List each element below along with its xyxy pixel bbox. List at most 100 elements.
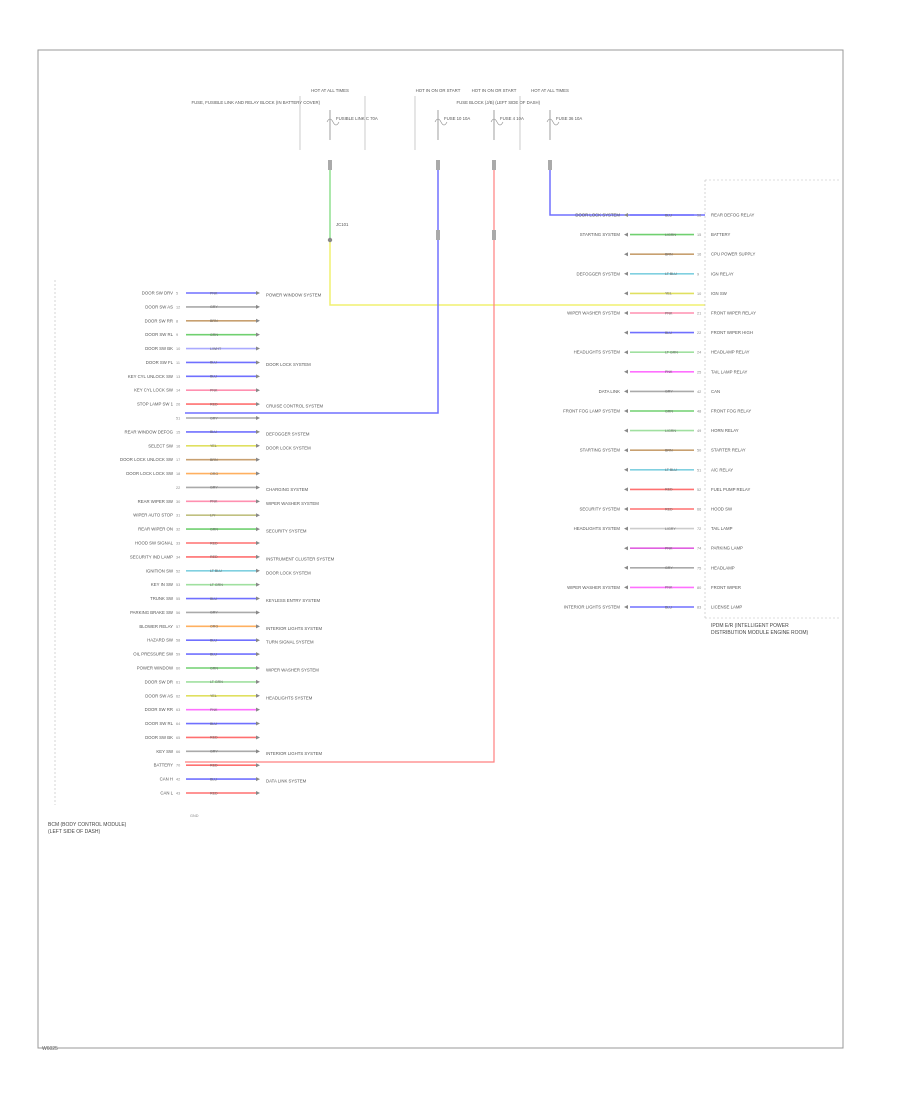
- arrow-icon: [256, 749, 260, 754]
- ipdm-pin-number: 24: [697, 351, 701, 355]
- arrow-icon: [624, 546, 628, 551]
- bcm-wire-code: RED: [210, 402, 218, 406]
- bcm-pin-label: KEY CYL UNLOCK SW: [128, 374, 174, 379]
- arrow-icon: [624, 271, 628, 276]
- ipdm-wire-code: L/GRN: [665, 233, 676, 237]
- bcm-pin-number: 31: [176, 514, 180, 518]
- ipdm-wire-code: LT BLU: [665, 468, 677, 472]
- bcm-pin-label: SELECT SW: [148, 443, 174, 448]
- arrow-icon: [256, 513, 260, 518]
- bcm-pin-number: 10: [176, 347, 180, 351]
- ipdm-pin-label: HOOD SW: [711, 507, 733, 512]
- bcm-wire-code: GRN: [210, 333, 218, 337]
- arrow-icon: [256, 457, 260, 462]
- bcm-pin-dest: POWER WINDOW SYSTEM: [266, 293, 322, 298]
- bcm-pin-number: 42: [176, 778, 180, 782]
- arrow-icon: [624, 232, 628, 237]
- bcm-subtitle: (LEFT SIDE OF DASH): [48, 829, 100, 835]
- ipdm-pin-number: 51: [697, 468, 701, 472]
- bcm-pin-label: STOP LAMP SW 1: [137, 402, 174, 407]
- bcm-wire-code: RED: [210, 764, 218, 768]
- bcm-title: BCM (BODY CONTROL MODULE): [48, 822, 127, 828]
- arrow-icon: [256, 582, 260, 587]
- bcm-pin-label: DOOR SW AS: [145, 304, 173, 309]
- ipdm-pin-label: FRONT WIPER: [711, 585, 741, 590]
- bcm-pin-label: POWER WINDOW: [137, 666, 174, 671]
- bcm-pin-number: 26: [176, 403, 180, 407]
- ipdm-pin-src: INTERIOR LIGHTS SYSTEM: [564, 605, 621, 610]
- bcm-pin-label: KEY IN SW: [151, 582, 174, 587]
- ipdm-pin-label: FUEL PUMP RELAY: [711, 487, 750, 492]
- arrow-icon: [256, 304, 260, 309]
- arrow-icon: [256, 402, 260, 407]
- ipdm-wire-code: GRY: [665, 566, 673, 570]
- ipdm-wire-code: BLU: [665, 213, 672, 217]
- bcm-pin-label: DOOR SW RR: [145, 707, 173, 712]
- bcm-wire-code: BLU: [210, 652, 217, 656]
- fuse-header: HOT IN ON OR START: [416, 88, 461, 93]
- ipdm-pin-src: DOOR LOCK SYSTEM: [575, 213, 620, 218]
- bcm-wire-code: BLU: [210, 597, 217, 601]
- wire-trunk-blue-right: [549, 160, 705, 216]
- ipdm-pin-number: 42: [697, 390, 701, 394]
- arrow-icon: [624, 448, 628, 453]
- ipdm-wire-code: LT GRN: [665, 351, 678, 355]
- fuse-icon: [434, 118, 448, 126]
- bcm-pin-dest: CRUISE CONTROL SYSTEM: [266, 404, 324, 409]
- arrow-icon: [624, 428, 628, 433]
- ipdm-pin-label: HEADLAMP: [711, 565, 735, 570]
- bcm-wire-code: L/WHT: [210, 347, 222, 351]
- connector-marker: [436, 230, 440, 240]
- bcm-pin-label: BLOWER RELAY: [139, 624, 173, 629]
- ipdm-pin-number: 74: [697, 547, 701, 551]
- ipdm-pin-src: WIPER WASHER SYSTEM: [567, 585, 620, 590]
- bcm-wire-code: LT GRN: [210, 583, 223, 587]
- ipdm-pin-label: A/C RELAY: [711, 467, 733, 472]
- bcm-pin-label: WIPER AUTO STOP: [133, 513, 173, 518]
- bcm-pin-label: REAR WIPER SW: [138, 499, 174, 504]
- bcm-wire-code: ORG: [210, 472, 218, 476]
- fuse-rating: FUSE 4 10A: [500, 116, 524, 121]
- arrow-icon: [256, 346, 260, 351]
- ipdm-wire-code: GRN: [665, 409, 673, 413]
- bcm-wire-code: RED: [210, 555, 218, 559]
- bcm-pin-label: DOOR SW AS: [145, 693, 173, 698]
- bcm-pin-label: IGNITION SW: [146, 568, 174, 573]
- bcm-wire-code: RED: [210, 791, 218, 795]
- ipdm-pin-src: FRONT FOG LAMP SYSTEM: [563, 409, 620, 414]
- arrow-icon: [256, 471, 260, 476]
- ipdm-pin-label: TAIL LAMP: [711, 526, 733, 531]
- bcm-wire-code: YEL: [210, 444, 217, 448]
- ipdm-wire-code: PNK: [665, 311, 673, 315]
- bcm-pin-number: 33: [176, 542, 180, 546]
- arrow-icon: [624, 565, 628, 570]
- bcm-pin-number: 64: [176, 722, 180, 726]
- bcm-pin-number: 63: [176, 708, 180, 712]
- arrow-icon: [624, 605, 628, 609]
- bcm-pin-number: 12: [176, 305, 180, 309]
- arrow-icon: [256, 485, 260, 490]
- bcm-wire-code: LT BLU: [210, 569, 222, 573]
- ipdm-pin-label: CAN: [711, 389, 720, 394]
- bcm-pin-dest: DOOR LOCK SYSTEM: [266, 570, 311, 575]
- ipdm-pin-src: HEADLIGHTS SYSTEM: [574, 526, 621, 531]
- arrow-icon: [256, 332, 260, 337]
